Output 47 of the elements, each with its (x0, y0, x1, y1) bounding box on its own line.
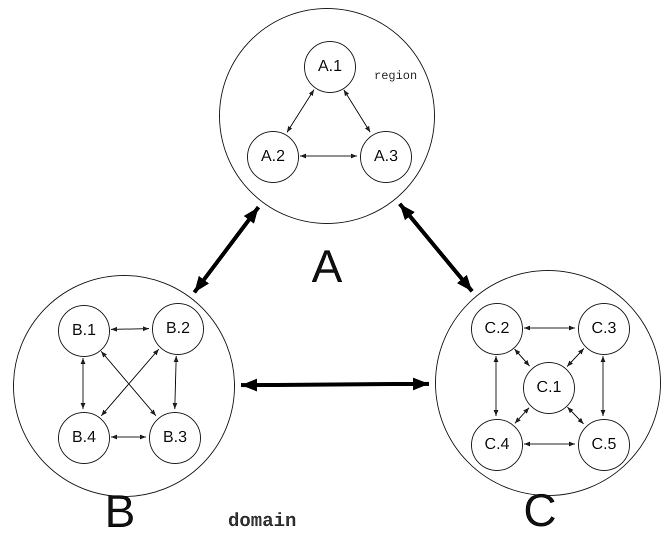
node-label: A.2 (260, 148, 285, 166)
node-label: A.1 (318, 58, 342, 76)
node-label: C.5 (592, 436, 616, 454)
annotation-label: domain (228, 512, 296, 531)
node-circle (58, 305, 110, 357)
node-label: B.2 (166, 320, 190, 338)
arrow (110, 434, 146, 440)
node-label: A.3 (374, 148, 398, 166)
node-circle (247, 131, 299, 183)
thick-arrow (398, 202, 474, 293)
arrow (286, 89, 315, 133)
node-circle (152, 303, 204, 355)
arrow (494, 356, 498, 416)
arrow (514, 407, 530, 424)
region-heading: B (104, 488, 136, 534)
node-circle (58, 412, 110, 464)
node-circle (304, 41, 356, 93)
arrow (600, 356, 606, 416)
arrow (524, 326, 576, 330)
node-circle (578, 419, 630, 471)
node-label: C.2 (484, 320, 510, 338)
arrow (343, 89, 371, 133)
node-label: C.3 (592, 320, 616, 338)
arrow (566, 406, 584, 424)
arrow (514, 348, 530, 366)
region-heading: C (523, 487, 557, 533)
node-label: C.4 (484, 436, 510, 454)
arrow (300, 154, 358, 158)
node-label: B.3 (162, 429, 187, 447)
arrow (110, 326, 150, 332)
node-circle (471, 303, 523, 355)
node-label: B.4 (72, 429, 96, 447)
node-label: B.1 (72, 322, 96, 340)
arrow (80, 358, 86, 410)
node-circle (471, 419, 523, 471)
node-label: C.1 (536, 379, 562, 397)
node-circle (360, 131, 412, 183)
node-circle (523, 362, 575, 414)
node-circle (578, 303, 630, 355)
region-heading: A (312, 243, 342, 289)
arrow (524, 442, 576, 446)
thick-arrow (192, 206, 260, 294)
node-circle (149, 412, 201, 464)
arrow (172, 356, 178, 410)
arrow (566, 348, 584, 368)
annotation-label: region (374, 70, 418, 82)
thick-arrow (240, 378, 430, 392)
